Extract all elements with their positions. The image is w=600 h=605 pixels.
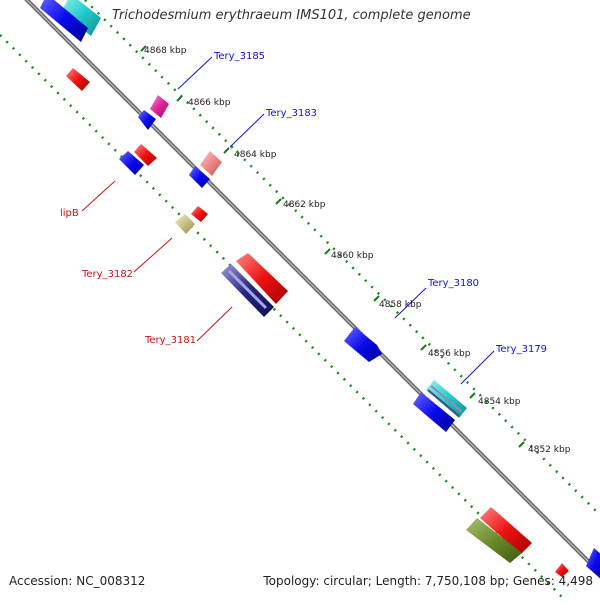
feature-khaki-3182[interactable] [175, 214, 195, 234]
gene-label-tery-3179[interactable]: Tery_3179 [495, 344, 547, 355]
feature-blue-3184[interactable] [189, 166, 210, 188]
gene-label-tery-3180[interactable]: Tery_3180 [427, 278, 479, 289]
feature-blue-top[interactable] [40, 0, 88, 42]
feature-magenta-tery-3185[interactable] [150, 95, 169, 118]
accession-text: Accession: NC_008312 [9, 574, 146, 588]
tick-mark [140, 45, 147, 52]
feature-blue-edge[interactable] [586, 548, 600, 580]
tick-mark [324, 248, 331, 255]
feature-navy-stripe [227, 269, 268, 310]
feature-red-3187[interactable] [134, 144, 157, 166]
feature-red-top[interactable] [66, 68, 90, 91]
gene-label-lipb[interactable]: lipB [60, 208, 79, 219]
kbp-ticks: 4868 kbp 4866 kbp 4864 kbp 4862 kbp 4860… [140, 45, 571, 455]
tick-mark [176, 95, 183, 102]
map-title: Trichodesmium erythraeum IMS101, complet… [112, 8, 471, 23]
forward-strand-features [40, 0, 600, 580]
feature-blue-lipb[interactable] [119, 151, 144, 175]
sequence-backbone [24, 0, 600, 576]
gc-track-inner [0, 34, 566, 601]
tick-mark [518, 441, 525, 448]
feature-red-tery-3182[interactable] [191, 206, 208, 222]
label-leader [196, 306, 233, 342]
kbp-label: 4862 kbp [283, 200, 326, 210]
kbp-label: 4852 kbp [528, 445, 571, 455]
kbp-label: 4858 kbp [379, 300, 422, 310]
feature-blue-tery-3180[interactable] [344, 327, 382, 362]
feature-blue-3186[interactable] [138, 110, 156, 130]
tick-mark [420, 344, 427, 351]
kbp-label: 4866 kbp [188, 98, 231, 108]
gene-label-tery-3182[interactable]: Tery_3182 [81, 269, 133, 280]
genome-stats-text: Topology: circular; Length: 7,750,108 bp… [263, 574, 593, 588]
label-leader [81, 180, 116, 212]
forward-gene-labels: Tery_3185 Tery_3183 Tery_3180 Tery_3179 [177, 51, 547, 385]
feature-cyan-top[interactable] [61, 0, 101, 36]
label-leader [460, 350, 495, 385]
feature-red-tery-3181[interactable] [236, 253, 288, 304]
kbp-label: 4856 kbp [428, 349, 471, 359]
label-leader [229, 113, 265, 148]
kbp-label: 4868 kbp [144, 46, 187, 56]
feature-olive-bottom[interactable] [466, 518, 522, 563]
kbp-label: 4860 kbp [331, 251, 374, 261]
kbp-label: 4864 kbp [234, 150, 277, 160]
tick-mark [373, 295, 380, 302]
feature-pink-tery-3183[interactable] [200, 151, 222, 176]
tick-mark [223, 147, 230, 154]
tick-mark [275, 198, 282, 205]
kbp-label: 4854 kbp [478, 397, 521, 407]
gene-label-tery-3181[interactable]: Tery_3181 [144, 335, 196, 346]
label-leader [133, 237, 173, 273]
gene-label-tery-3183[interactable]: Tery_3183 [265, 108, 317, 119]
reverse-strand-features [66, 68, 569, 577]
feature-red-edge[interactable] [555, 563, 569, 577]
sequence-backbone-highlight [26, 0, 600, 574]
label-leader [394, 287, 427, 319]
tick-mark [469, 392, 476, 399]
gene-label-tery-3185[interactable]: Tery_3185 [213, 51, 265, 62]
feature-blue-3178[interactable] [413, 392, 455, 432]
feature-cyan-stripe-2 [427, 389, 460, 417]
feature-cyan-stripe-1 [430, 385, 463, 413]
label-leader [177, 56, 213, 90]
reverse-gene-labels: lipB Tery_3182 Tery_3181 [60, 180, 233, 346]
feature-red-bottom[interactable] [480, 507, 532, 554]
